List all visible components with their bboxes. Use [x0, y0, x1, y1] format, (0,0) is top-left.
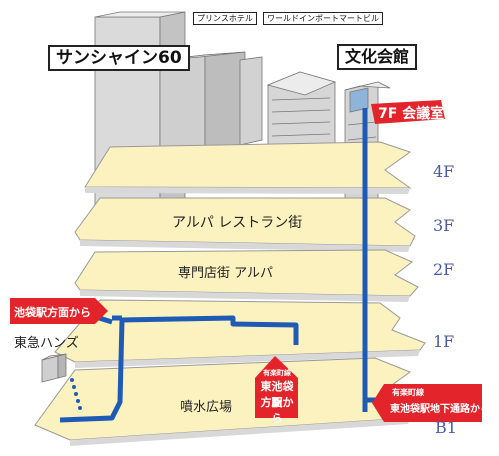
from-higashi-main2: 方面から [260, 396, 294, 425]
floor-4f-label: 4F [433, 162, 455, 181]
bunka-kaikan-label: 文化会館 [337, 44, 418, 70]
floor-3f-label: 3F [433, 216, 455, 235]
from-underground-small: 有楽町線 [392, 388, 424, 397]
callout-shapes [10, 100, 482, 422]
meeting-room-label: 7F 会議室 [378, 106, 445, 122]
fountain-plaza-label: 噴水広場 [180, 400, 233, 415]
floor-2f [74, 249, 419, 302]
floor-b1-label: B1 [435, 418, 457, 437]
from-ikebukuro-callout: 池袋駅方面から [14, 306, 91, 319]
sunshine60-label: サンシャイン60 [48, 45, 190, 71]
prince-hotel-label: プリンスホテル [193, 12, 257, 25]
route-dots [70, 378, 82, 410]
floor-1f-label: 1F [433, 332, 455, 351]
floor-3f [74, 197, 416, 252]
tokyu-hands-label: 東急ハンズ [14, 336, 79, 351]
from-higashi-main1: 東池袋駅 [260, 380, 294, 409]
floor-4f [84, 141, 412, 194]
floor-2f-label: 2F [433, 260, 455, 279]
floor-2f-name: 専門店街 アルパ [178, 266, 274, 281]
world-import-mart-label: ワールドインポートマートビル [263, 12, 383, 25]
world-import-mart-building [266, 71, 337, 153]
tokyu-hands-building [41, 353, 67, 383]
from-underground-main: 東池袋駅地下通路から [390, 404, 490, 415]
floor-3f-name: アルパ レストラン街 [172, 215, 303, 231]
from-higashi-small: 有楽町線 [263, 369, 291, 377]
floor-1f [54, 299, 426, 368]
